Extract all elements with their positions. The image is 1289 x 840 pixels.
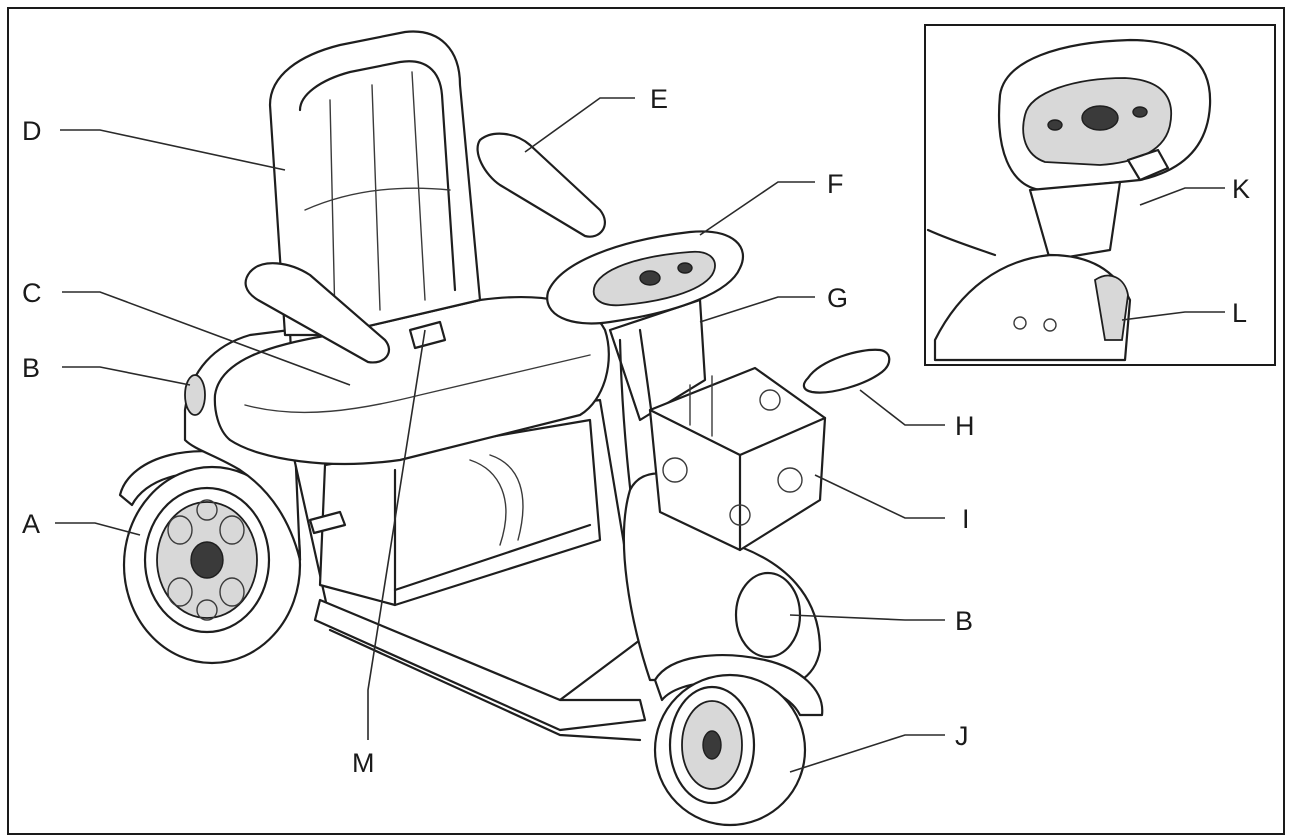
basket (648, 366, 827, 552)
label-B-front: B (955, 606, 973, 636)
leader-B-front (789, 614, 945, 621)
label-L: L (1232, 298, 1247, 328)
outer-frame (7, 7, 1285, 835)
label-D: D (22, 116, 42, 146)
leader-K (1139, 187, 1225, 206)
label-F: F (827, 169, 844, 199)
leader-F (699, 181, 815, 236)
leader-C (62, 291, 351, 386)
label-J: J (955, 721, 969, 751)
inset-frame (924, 24, 1276, 366)
leader-E (524, 97, 635, 153)
armrest-left (244, 262, 391, 364)
label-B-rear: B (22, 353, 40, 383)
leader-G (699, 296, 815, 323)
label-E: E (650, 84, 668, 114)
leader-J (789, 734, 945, 773)
leader-I (814, 474, 945, 519)
leader-lines (55, 97, 1225, 773)
label-I: I (962, 504, 970, 534)
leader-H (859, 389, 945, 426)
seat-swivel-lever (408, 320, 447, 350)
leader-M (367, 329, 426, 740)
armrest-right (476, 132, 606, 238)
callout-labels: D E F C G B H A I B M J K L (22, 84, 1250, 778)
front-wheel (653, 673, 807, 827)
rear-wheel (122, 465, 302, 665)
leader-A (55, 522, 141, 536)
label-H: H (955, 411, 975, 441)
tiller-adjust-handle (802, 348, 891, 394)
label-A: A (22, 509, 40, 539)
leader-L (1121, 311, 1225, 321)
inset-detail (924, 24, 1276, 366)
inset-key-switch (1126, 148, 1170, 182)
leader-D (60, 129, 286, 171)
inset-column (1028, 180, 1122, 262)
seat-base (318, 418, 602, 607)
inset-lever (1094, 274, 1129, 341)
label-C: C (22, 278, 42, 308)
seat-cushion (213, 295, 610, 466)
leader-B-rear (62, 366, 191, 386)
rear-light (184, 374, 206, 416)
label-G: G (827, 283, 848, 313)
label-K: K (1232, 174, 1250, 204)
footboard (313, 598, 647, 732)
seat-post-lever (308, 510, 347, 535)
scooter-illustration (118, 30, 891, 827)
label-M: M (352, 748, 375, 778)
